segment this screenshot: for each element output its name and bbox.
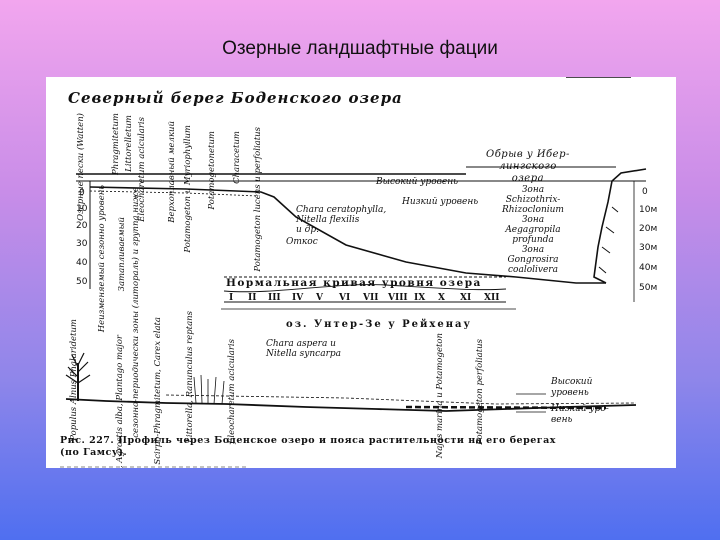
month-9: IX bbox=[414, 293, 426, 303]
lower-plant-littorella: Littorella, Ranunculus reptans bbox=[185, 311, 195, 443]
profile-drawing bbox=[60, 77, 647, 468]
plant-label-potamogetonetum: Potamogetonetum bbox=[207, 131, 217, 210]
depth-right-10: 10м bbox=[639, 205, 658, 215]
chara-note: Chara ceratophylla, Nitella flexilis и д… bbox=[296, 205, 387, 235]
lower-plant-populus: Populus Alnus Phalaridetum bbox=[69, 319, 79, 441]
plant-label-lucens: Potamogeton lucens и perfoliatus bbox=[253, 127, 263, 272]
depth-right-40: 40м bbox=[639, 263, 658, 273]
low-level-label: Низкий уровень bbox=[402, 197, 479, 207]
figure-scan: Северный берег Боденского озера Озерные … bbox=[46, 77, 676, 468]
depth-right-30: 30м bbox=[639, 243, 658, 253]
depth-right-50: 50м bbox=[639, 283, 658, 293]
high-level-label: Высокий уровень bbox=[376, 177, 459, 187]
depth-left-50: 50 bbox=[76, 277, 88, 287]
figure-caption: Рис. 227. Профиль через Боденское озеро … bbox=[60, 435, 556, 458]
month-10: X bbox=[438, 293, 445, 303]
zone-label-flooded: Затапливаемый bbox=[117, 217, 127, 292]
depth-right-20: 20м bbox=[639, 224, 658, 234]
zone-label-littoral: сезонно-периодически зоны (литораль) и г… bbox=[131, 187, 141, 438]
zones-right: Зона Schizothrix- Rhizoclonium Зона Aega… bbox=[502, 185, 564, 275]
month-2: II bbox=[248, 293, 257, 303]
month-5: V bbox=[316, 293, 323, 303]
lower-profile-title: оз. Унтер-Зе у Рейхенау bbox=[286, 319, 472, 330]
plant-label-littorelletum: Littorelletum bbox=[124, 115, 134, 172]
month-7: VII bbox=[363, 293, 379, 303]
depth-left-40: 40 bbox=[76, 258, 88, 268]
month-4: IV bbox=[292, 293, 304, 303]
plant-label-potamogeton-myrio: Potamogeton и Myriophyllum bbox=[183, 125, 193, 253]
month-6: VI bbox=[339, 293, 351, 303]
zone-label-constant: Неизменяемый сезонно уровень bbox=[97, 185, 107, 333]
depth-left-30: 30 bbox=[76, 239, 88, 249]
month-12: XII bbox=[484, 293, 500, 303]
lower-plant-eleocharetum: Eleocharetum acicularis bbox=[227, 339, 237, 444]
plant-label-characetum: Characetum bbox=[232, 131, 242, 184]
lower-chara-note: Chara aspera и Nitella syncarpa bbox=[266, 339, 342, 359]
cliff-label: Обрыв у Ибер- лингского озера bbox=[486, 149, 570, 184]
depth-left-0: 0 bbox=[79, 188, 85, 198]
month-11: XI bbox=[460, 293, 472, 303]
lower-low-level: Низкий уро- вень bbox=[551, 404, 609, 425]
depth-left-20: 20 bbox=[76, 221, 88, 231]
plant-label-phragmitetum: Phragmitetum bbox=[111, 113, 121, 175]
figure-title: Северный берег Боденского озера bbox=[68, 89, 403, 107]
month-3: III bbox=[268, 293, 281, 303]
otkos-label: Откос bbox=[286, 237, 318, 247]
tree-icon bbox=[65, 352, 91, 401]
depth-right-0: 0 bbox=[642, 187, 648, 197]
month-1: I bbox=[229, 293, 234, 303]
lower-plant-perfoliatus: Potamogeton perfoliatus bbox=[475, 339, 485, 445]
slide-title: Озерные ландшафтные фации bbox=[222, 38, 498, 59]
normal-curve-label: Нормальная кривая уровня озера bbox=[226, 277, 482, 289]
month-8: VIII bbox=[388, 293, 408, 303]
depth-left-10: 10 bbox=[76, 204, 88, 214]
lower-high-level: Высокий уровень bbox=[551, 377, 593, 398]
plant-label-upper: Верхоплавный мелкий bbox=[167, 121, 177, 223]
